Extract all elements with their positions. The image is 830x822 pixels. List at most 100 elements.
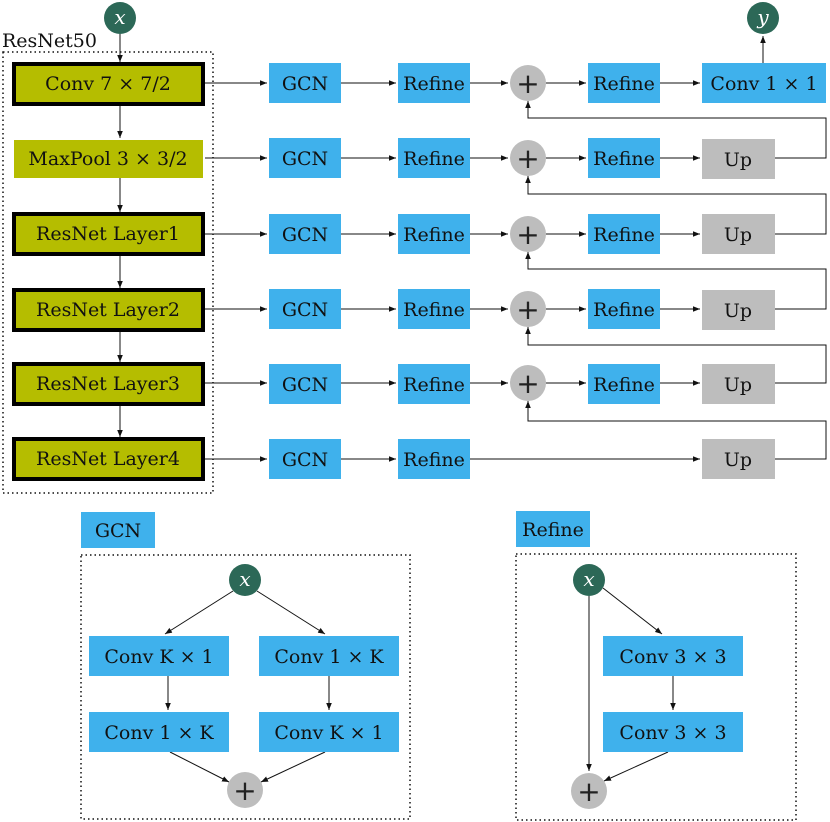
refine2-label-3: Refine [593, 224, 655, 246]
refine-module-conv-1 [603, 636, 743, 676]
refine-label-6: Refine [403, 449, 465, 471]
gcn-block-6 [269, 439, 341, 479]
gcn-module-title-box [81, 512, 155, 548]
up-label-3: Up [724, 300, 752, 322]
gcn-label-2: GCN [282, 148, 328, 170]
gcn-label-3: GCN [282, 224, 328, 246]
gcn-block-5 [269, 364, 341, 404]
gcn-module-frame [80, 554, 411, 820]
refine-block-1 [398, 63, 470, 103]
output-label: y [756, 5, 769, 29]
sum-symbol-1: + [516, 67, 539, 100]
refine-module-conv-1-label: Conv 3 × 3 [619, 646, 726, 668]
refine-module-frame [515, 553, 797, 821]
refine-module-title-box [516, 511, 590, 547]
refine-block-5 [398, 364, 470, 404]
edge-gcn-mod-a2-to-sum [169, 751, 230, 783]
resnet50-title: ResNet50 [2, 30, 97, 52]
gcn-label-6: GCN [282, 449, 328, 471]
sum-symbol-4: + [516, 293, 539, 326]
gcn-module-conv-a2-label: Conv 1 × K [104, 722, 214, 744]
refine-label-1: Refine [403, 73, 465, 95]
up-label-4: Up [724, 374, 752, 396]
backbone-layer2-label: ResNet Layer2 [36, 299, 180, 321]
gcn-module-input-label: x [239, 567, 250, 591]
up-block-5 [702, 439, 775, 479]
refine-module-title: Refine [522, 519, 584, 541]
edge-gcn-mod-x-to-b1 [256, 590, 326, 635]
edge-up-feedback-1 [525, 101, 827, 159]
refine-block-2 [398, 138, 470, 178]
input-label: x [114, 5, 125, 29]
backbone-layer4-block [12, 437, 205, 481]
gcn-label-5: GCN [282, 374, 328, 396]
main-edges [117, 34, 827, 462]
edge-up-feedback-2 [525, 176, 827, 235]
refine-module-input-node [573, 564, 605, 596]
refine2-label-2: Refine [593, 148, 655, 170]
edge-refine-mod-x-to-conv1 [602, 587, 663, 635]
backbone-layer3-block [12, 362, 205, 406]
sum-node-4 [510, 291, 546, 327]
backbone-conv7-block [12, 62, 205, 106]
gcn-module-conv-b1-label: Conv 1 × K [274, 646, 384, 668]
backbone-layer1-label: ResNet Layer1 [36, 223, 180, 245]
gcn-block-1 [269, 63, 341, 103]
gcn-block-3 [269, 214, 341, 254]
sum-node-3 [510, 216, 546, 252]
sum-symbol-2: + [516, 142, 539, 175]
gcn-module-conv-a2 [89, 712, 229, 752]
refine-label-4: Refine [403, 299, 465, 321]
up-label-1: Up [724, 149, 752, 171]
gcn-module-conv-b2-label: Conv K × 1 [274, 722, 383, 744]
up-block-1 [702, 139, 775, 179]
refine-module-sum-node [571, 773, 607, 809]
refine-module-conv-2-label: Conv 3 × 3 [619, 722, 726, 744]
gcn-module-conv-b2 [259, 712, 399, 752]
edge-gcn-mod-b2-to-sum [260, 751, 326, 783]
backbone-layer3-label: ResNet Layer3 [36, 373, 180, 395]
refine-module-input-label: x [583, 567, 594, 591]
backbone-maxpool-block [14, 140, 203, 178]
edge-refine-mod-conv2-to-sum [603, 751, 669, 782]
module-edges [164, 587, 676, 783]
up-block-4 [702, 364, 775, 404]
output-node [747, 2, 779, 34]
refine2-block-5 [588, 364, 660, 404]
refine2-label-4: Refine [593, 299, 655, 321]
gcn-module-sum-symbol: + [233, 774, 256, 807]
resnet50-frame [2, 51, 214, 494]
backbone-maxpool-label: MaxPool 3 × 3/2 [28, 148, 187, 170]
final-conv-block [702, 63, 826, 103]
refine-block-4 [398, 289, 470, 329]
sum-node-5 [510, 365, 546, 401]
gcn-module-input-node [229, 564, 261, 596]
refine2-block-1 [588, 63, 660, 103]
refine2-block-3 [588, 214, 660, 254]
sum-node-2 [510, 140, 546, 176]
refine-label-3: Refine [403, 224, 465, 246]
edge-gcn-mod-x-to-a1 [164, 590, 234, 635]
up-block-2 [702, 214, 775, 254]
edge-up-feedback-4 [525, 327, 827, 384]
sum-node-1 [510, 65, 546, 101]
refine-block-3 [398, 214, 470, 254]
gcn-module-conv-a1 [89, 636, 229, 676]
sum-symbol-3: + [516, 218, 539, 251]
gcn-module-conv-a1-label: Conv K × 1 [104, 646, 213, 668]
refine-label-2: Refine [403, 148, 465, 170]
edge-up-feedback-5 [525, 401, 827, 460]
gcn-label-4: GCN [282, 299, 328, 321]
refine2-block-4 [588, 289, 660, 329]
gcn-module-sum-node [227, 772, 263, 808]
up-label-2: Up [724, 224, 752, 246]
refine-block-6 [398, 439, 470, 479]
refine-module-conv-2 [603, 712, 743, 752]
up-block-3 [702, 290, 775, 330]
backbone-conv7-label: Conv 7 × 7/2 [45, 73, 171, 95]
gcn-block-4 [269, 289, 341, 329]
final-conv-label: Conv 1 × 1 [710, 73, 817, 95]
backbone-layer2-block [12, 288, 205, 332]
refine2-label-1: Refine [593, 73, 655, 95]
